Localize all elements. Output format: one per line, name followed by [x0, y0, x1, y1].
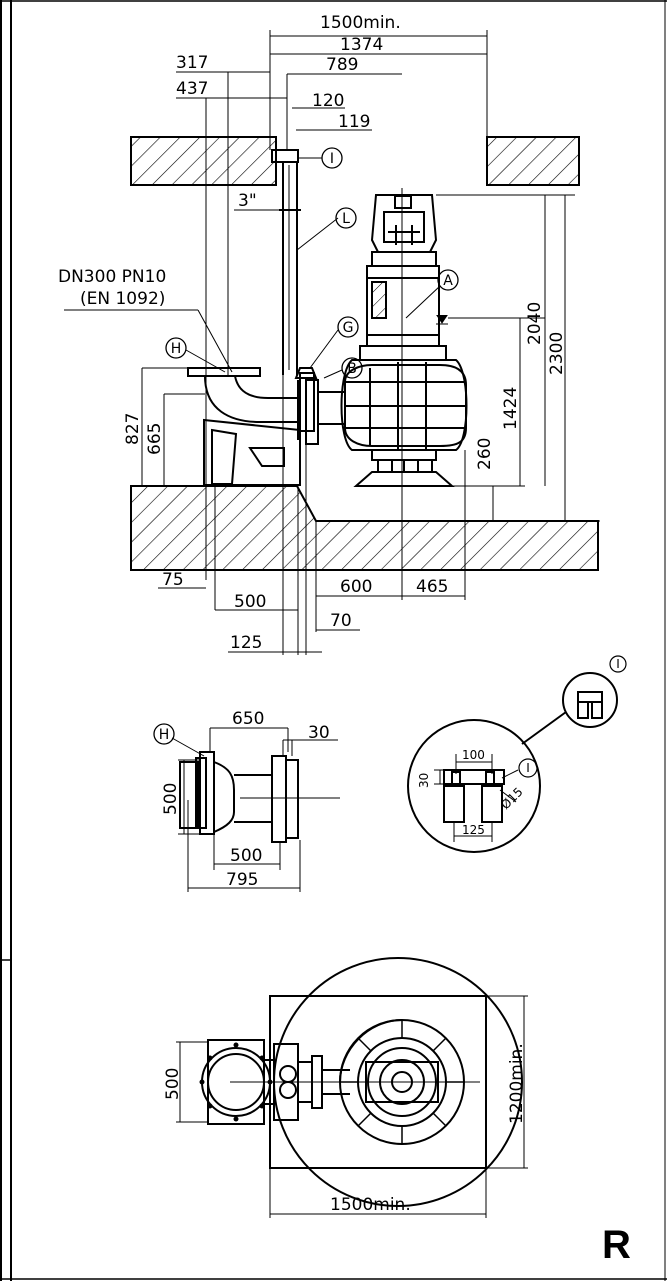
top-slab-left — [130, 136, 277, 186]
base-marker-H: H — [159, 727, 170, 743]
dim-600: 600 — [340, 577, 372, 597]
dim-1424: 1424 — [501, 387, 521, 430]
dim-260: 260 — [475, 438, 495, 470]
floor-slab — [130, 485, 599, 571]
callout-marker-text: I L A G B H — [171, 151, 453, 377]
marker-A: A — [443, 273, 453, 289]
base-dim-650: 650 — [232, 709, 264, 729]
marker-L: L — [342, 211, 350, 227]
side-view: 1500min. 1374 789 317 437 120 119 3" DN3… — [58, 13, 600, 655]
pump — [340, 188, 468, 490]
detail-marker-I-small: I — [616, 657, 620, 671]
dim-317: 317 — [176, 53, 208, 73]
marker-I: I — [330, 151, 334, 167]
dim-119: 119 — [338, 112, 370, 132]
base-dim-500-horizontal: 500 — [230, 846, 262, 866]
dim-120: 120 — [312, 91, 344, 111]
dim-75: 75 — [162, 570, 184, 590]
base-view: H 650 30 500 500 795 — [153, 709, 340, 892]
dim-1500min: 1500min. — [320, 13, 401, 33]
corner-letter-R: R — [602, 1223, 631, 1267]
base-dim-30: 30 — [308, 723, 330, 743]
flange-spec-line1: DN300 PN10 — [58, 267, 166, 287]
dim-465: 465 — [416, 577, 448, 597]
dim-827: 827 — [123, 413, 143, 445]
detail-dim-30: 30 — [417, 773, 431, 788]
dim-1374: 1374 — [340, 35, 383, 55]
dim-2300: 2300 — [547, 332, 567, 375]
dim-125: 125 — [230, 633, 262, 653]
dim-3in: 3" — [238, 191, 257, 211]
dim-437: 437 — [176, 79, 208, 99]
marker-G: G — [343, 320, 354, 336]
top-dim-1200min: 1200min. — [507, 1043, 527, 1124]
marker-B: B — [347, 361, 357, 377]
detail-dim-125: 125 — [462, 823, 485, 837]
dim-665: 665 — [145, 423, 165, 455]
coupling — [294, 367, 345, 445]
side-dimension-lines — [64, 30, 600, 655]
dim-500: 500 — [234, 592, 266, 612]
marker-H: H — [171, 341, 182, 357]
dim-789: 789 — [326, 55, 358, 75]
dim-2040: 2040 — [525, 302, 545, 345]
dim-70: 70 — [330, 611, 352, 631]
top-dim-500: 500 — [163, 1068, 183, 1100]
guide-rail — [271, 149, 301, 375]
top-view: 500 1200min. 1500min. — [163, 957, 528, 1218]
base-dim-795: 795 — [226, 870, 258, 890]
flange-spec-line2: (EN 1092) — [80, 289, 165, 309]
detail-view: I I 100 30 Ø15 125 — [407, 655, 627, 853]
detail-marker-I: I — [526, 761, 530, 775]
detail-dim-100: 100 — [462, 748, 485, 762]
top-slab-right — [486, 136, 580, 186]
top-dim-1500min: 1500min. — [330, 1195, 411, 1215]
base-dim-500-vertical: 500 — [161, 783, 181, 815]
callout-markers — [165, 147, 459, 379]
side-dimension-text: 1500min. 1374 789 317 437 120 119 3" DN3… — [58, 13, 567, 653]
